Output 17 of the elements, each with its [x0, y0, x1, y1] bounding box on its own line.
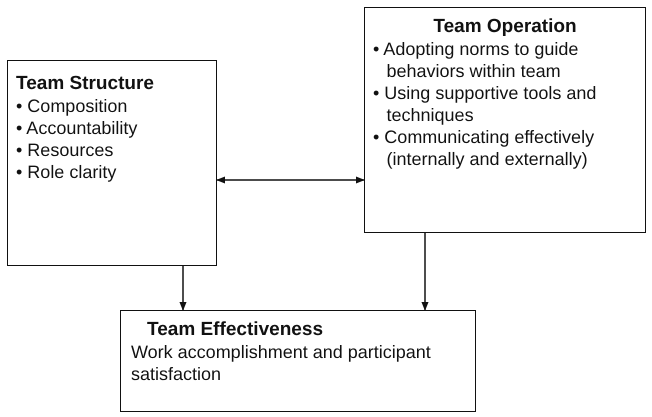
bullet-item: • Communicating effectively (internally and externally) [373, 126, 596, 170]
bullet-item: • Using supportive tools and techniques [373, 82, 598, 126]
arrow [216, 176, 365, 184]
box-heading: Team Effectiveness [146, 319, 324, 341]
box-heading: Team Operation [432, 16, 578, 38]
text-box [364, 7, 646, 233]
box-heading: Team Structure [16, 73, 155, 95]
arrow [179, 266, 187, 311]
arrow [421, 233, 429, 311]
text-box [7, 60, 217, 266]
bullet-item: • Adopting norms to guide behaviors within team [373, 38, 580, 82]
text-box [120, 310, 476, 412]
bullet-item: • Composition [16, 95, 128, 117]
bullet-item: • Resources [16, 139, 114, 161]
bullet-item: • Role clarity [16, 161, 118, 183]
bullet-item: • Accountability [16, 117, 138, 139]
box-body-text: Work accomplishment and participant satisfaction [131, 341, 432, 385]
